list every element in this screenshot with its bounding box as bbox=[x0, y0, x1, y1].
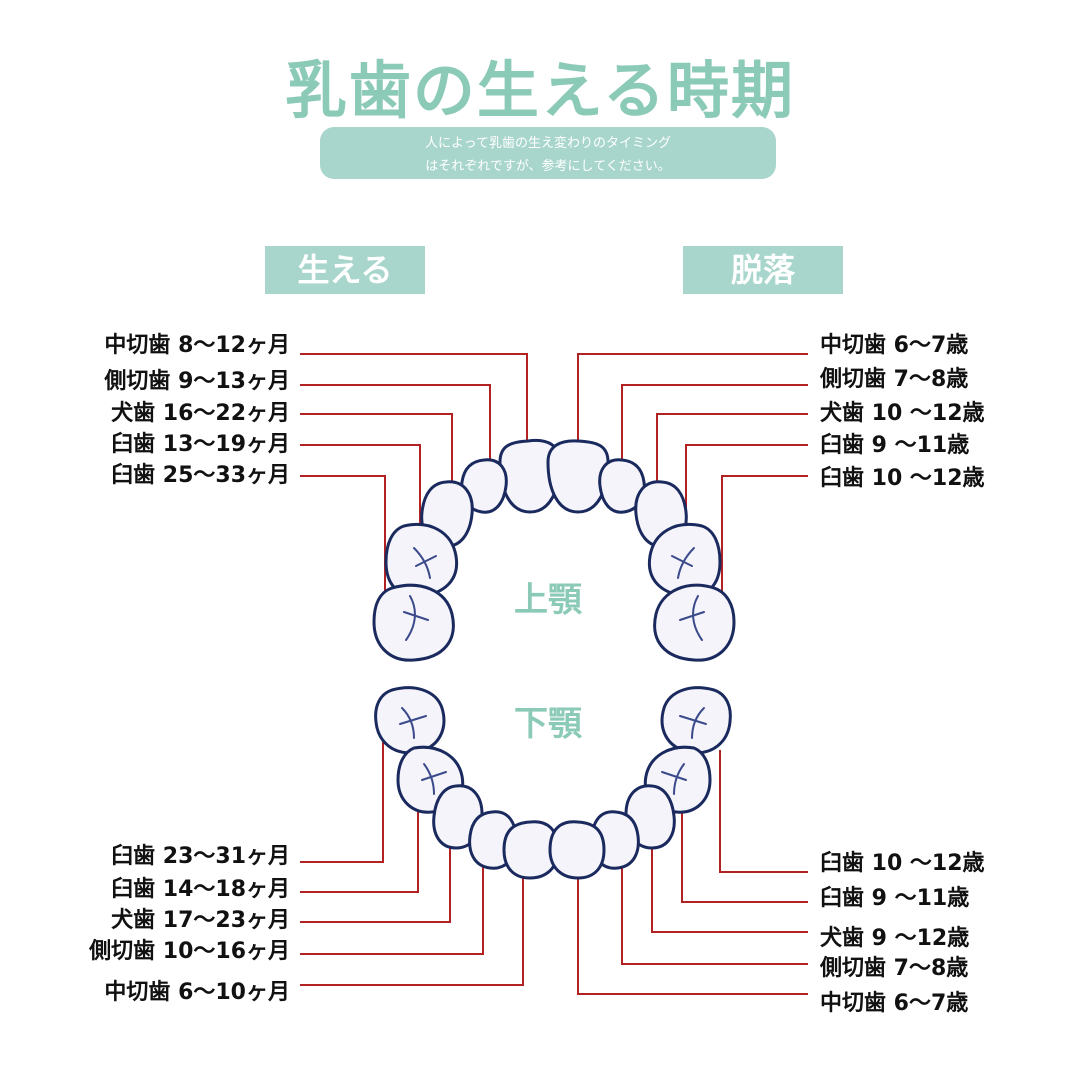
lower-shed-lateral-incisor: 側切歯 7～8歳 bbox=[820, 956, 969, 981]
upper-erupt-canine: 犬歯 16～22ヶ月 bbox=[111, 401, 290, 426]
shed-header: 脱落 bbox=[683, 246, 843, 294]
lower-erupt-second-molar: 臼歯 23～31ヶ月 bbox=[111, 844, 290, 869]
tooth-upper-central-incisor-right bbox=[546, 439, 610, 514]
erupt-header: 生える bbox=[265, 246, 425, 294]
upper-erupt-first-molar: 臼歯 13～19ヶ月 bbox=[111, 432, 290, 457]
leader-line bbox=[300, 740, 384, 863]
groove bbox=[403, 595, 429, 641]
groove bbox=[399, 707, 427, 739]
lower-jaw-label: 下顎 bbox=[514, 704, 582, 744]
leader-line bbox=[651, 830, 808, 933]
lower-shed-canine: 犬歯 9 ～12歳 bbox=[820, 926, 970, 951]
molar-grooves bbox=[399, 547, 707, 795]
leader-line bbox=[300, 790, 419, 893]
lower-erupt-central-incisor: 中切歯 6～10ヶ月 bbox=[104, 980, 290, 1005]
groove bbox=[679, 595, 705, 641]
upper-shed-second-molar: 臼歯 10 ～12歳 bbox=[820, 466, 985, 491]
lower-shed-central-incisor: 中切歯 6～7歳 bbox=[820, 991, 969, 1016]
upper-erupt-central-incisor: 中切歯 8～12ヶ月 bbox=[104, 333, 290, 358]
leader-line bbox=[300, 860, 524, 986]
upper-erupt-lateral-incisor: 側切歯 9～13ヶ月 bbox=[104, 369, 290, 394]
lower-erupt-lateral-incisor: 側切歯 10～16ヶ月 bbox=[89, 939, 290, 964]
lower-erupt-first-molar: 臼歯 14～18ヶ月 bbox=[111, 877, 290, 902]
subtitle-banner: 人によって乳歯の生え変わりのタイミング はそれぞれですが、参考にしてください。 bbox=[320, 127, 776, 179]
leader-line bbox=[300, 850, 484, 955]
lower-shed-second-molar: 臼歯 10 ～12歳 bbox=[820, 851, 985, 876]
groove bbox=[421, 763, 447, 795]
tooth-upper-lateral-incisor-left bbox=[460, 458, 508, 514]
tooth-upper-lateral-incisor-right bbox=[598, 458, 646, 514]
upper-shed-lateral-incisor: 側切歯 7～8歳 bbox=[820, 367, 969, 392]
upper-shed-first-molar: 臼歯 9 ～11歳 bbox=[820, 433, 970, 458]
leader-line bbox=[681, 790, 808, 903]
leader-line bbox=[577, 860, 808, 995]
leader-line bbox=[300, 830, 451, 923]
upper-shed-canine: 犬歯 10 ～12歳 bbox=[820, 401, 985, 426]
lower-erupt-canine: 犬歯 17～23ヶ月 bbox=[111, 908, 290, 933]
leader-line bbox=[300, 384, 491, 490]
leader-line bbox=[621, 850, 808, 965]
leader-line bbox=[721, 475, 808, 600]
upper-jaw-label: 上顎 bbox=[514, 580, 582, 620]
leader-line bbox=[300, 475, 386, 600]
upper-erupt-second-molar: 臼歯 25～33ヶ月 bbox=[111, 463, 290, 488]
groove bbox=[679, 707, 707, 739]
leader-line bbox=[719, 750, 808, 873]
upper-shed-central-incisor: 中切歯 6～7歳 bbox=[820, 333, 969, 358]
upper-jaw-teeth bbox=[372, 438, 736, 662]
groove bbox=[413, 547, 437, 579]
lower-shed-first-molar: 臼歯 9 ～11歳 bbox=[820, 886, 970, 911]
leader-line bbox=[621, 384, 808, 490]
page-title: 乳歯の生える時期 bbox=[284, 54, 796, 127]
groove bbox=[661, 763, 687, 795]
subtitle-line-1: 人によって乳歯の生え変わりのタイミング bbox=[425, 136, 671, 151]
subtitle-line-2: はそれぞれですが、参考にしてください。 bbox=[425, 159, 671, 174]
tooth-lower-central-incisor-right bbox=[548, 820, 606, 880]
groove bbox=[671, 547, 695, 579]
leader-line bbox=[300, 444, 421, 555]
